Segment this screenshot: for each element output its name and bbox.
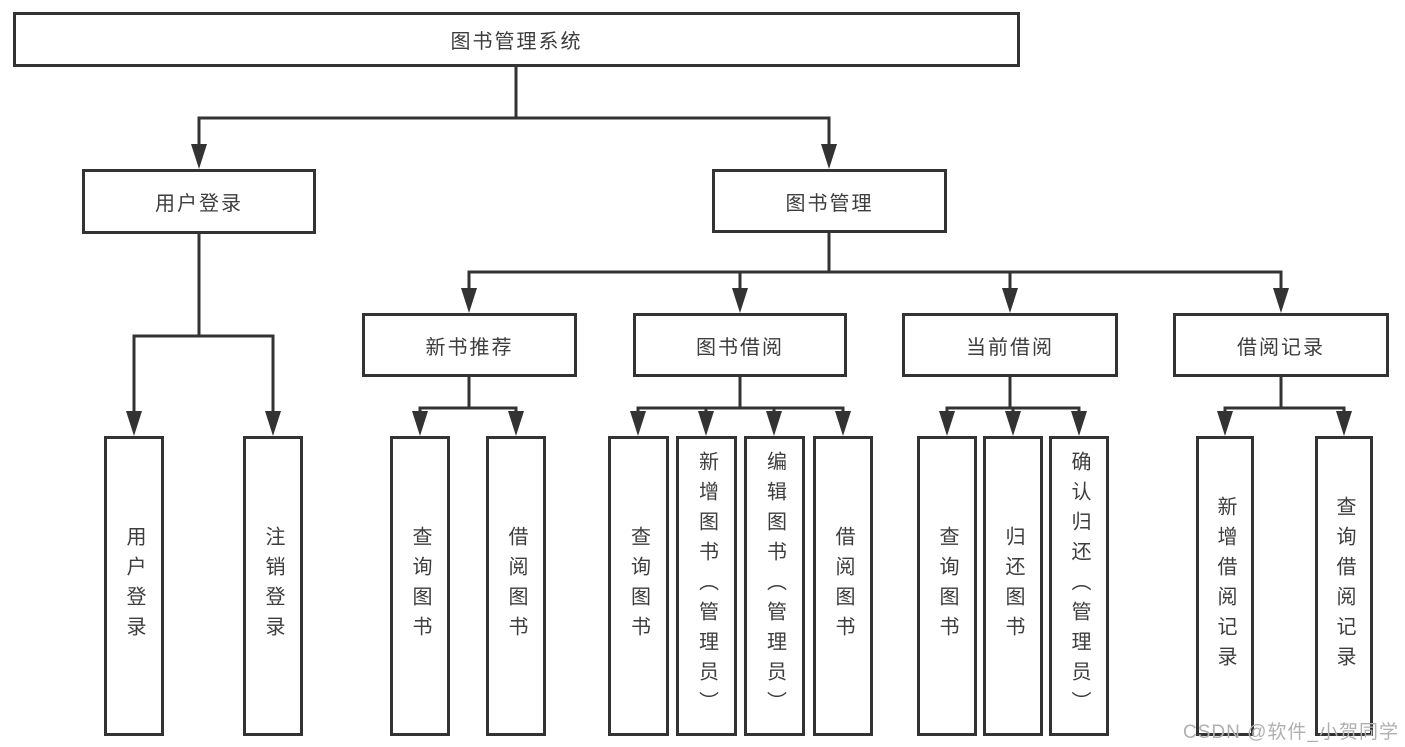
leaf-query-borrow-record: 查询借阅记录 [1315, 436, 1373, 736]
node-label: 归还图书 [1002, 526, 1024, 646]
node-label: 用户登录 [155, 193, 243, 215]
node-label: 查询图书 [936, 526, 958, 646]
node-book-management: 图书管理 [712, 169, 947, 233]
arrowheads [126, 144, 1352, 436]
csdn-watermark: CSDN @软件_小贺同学 [1183, 722, 1399, 743]
leaf-user-login: 用户登录 [104, 436, 164, 736]
leaf-return-book: 归还图书 [983, 436, 1043, 736]
node-user-login: 用户登录 [82, 169, 316, 234]
node-new-book-recommend: 新书推荐 [362, 313, 577, 377]
node-label: 注销登录 [262, 526, 284, 646]
leaf-query-books-borrow: 查询图书 [608, 436, 669, 736]
node-label: 查询借阅记录 [1333, 496, 1355, 676]
node-label: 新书推荐 [425, 336, 514, 359]
node-label: 查询图书 [409, 526, 431, 646]
node-label: 确认归还（管理员） [1068, 451, 1090, 721]
leaf-add-borrow-record: 新增借阅记录 [1196, 436, 1254, 736]
node-label: 当前借阅 [966, 336, 1054, 359]
leaf-query-books-current: 查询图书 [917, 436, 977, 736]
leaf-logout: 注销登录 [243, 436, 303, 736]
node-label: 编辑图书（管理员） [763, 451, 786, 721]
leaf-borrow-books-recommend: 借阅图书 [486, 436, 546, 736]
node-label: 用户登录 [123, 526, 145, 646]
node-library-management-system: 图书管理系统 [13, 12, 1020, 67]
node-label: 新增图书（管理员） [695, 451, 718, 721]
node-label: 图书管理系统 [450, 31, 583, 53]
node-label: 借阅图书 [505, 526, 527, 646]
node-label: 查询图书 [627, 526, 650, 646]
leaf-borrow-books: 借阅图书 [813, 436, 873, 736]
node-current-borrowing: 当前借阅 [902, 313, 1118, 377]
leaf-query-books-recommend: 查询图书 [390, 436, 450, 736]
leaf-confirm-return-admin: 确认归还（管理员） [1049, 436, 1109, 736]
node-book-borrowing: 图书借阅 [633, 313, 847, 377]
node-borrowing-records: 借阅记录 [1173, 313, 1389, 377]
node-label: 借阅图书 [832, 526, 854, 646]
leaf-add-book-admin: 新增图书（管理员） [676, 436, 737, 736]
node-label: 图书管理 [785, 192, 874, 215]
node-label: 新增借阅记录 [1214, 496, 1236, 676]
node-label: 图书借阅 [696, 336, 784, 359]
node-label: 借阅记录 [1237, 336, 1325, 359]
leaf-edit-book-admin: 编辑图书（管理员） [744, 436, 805, 736]
